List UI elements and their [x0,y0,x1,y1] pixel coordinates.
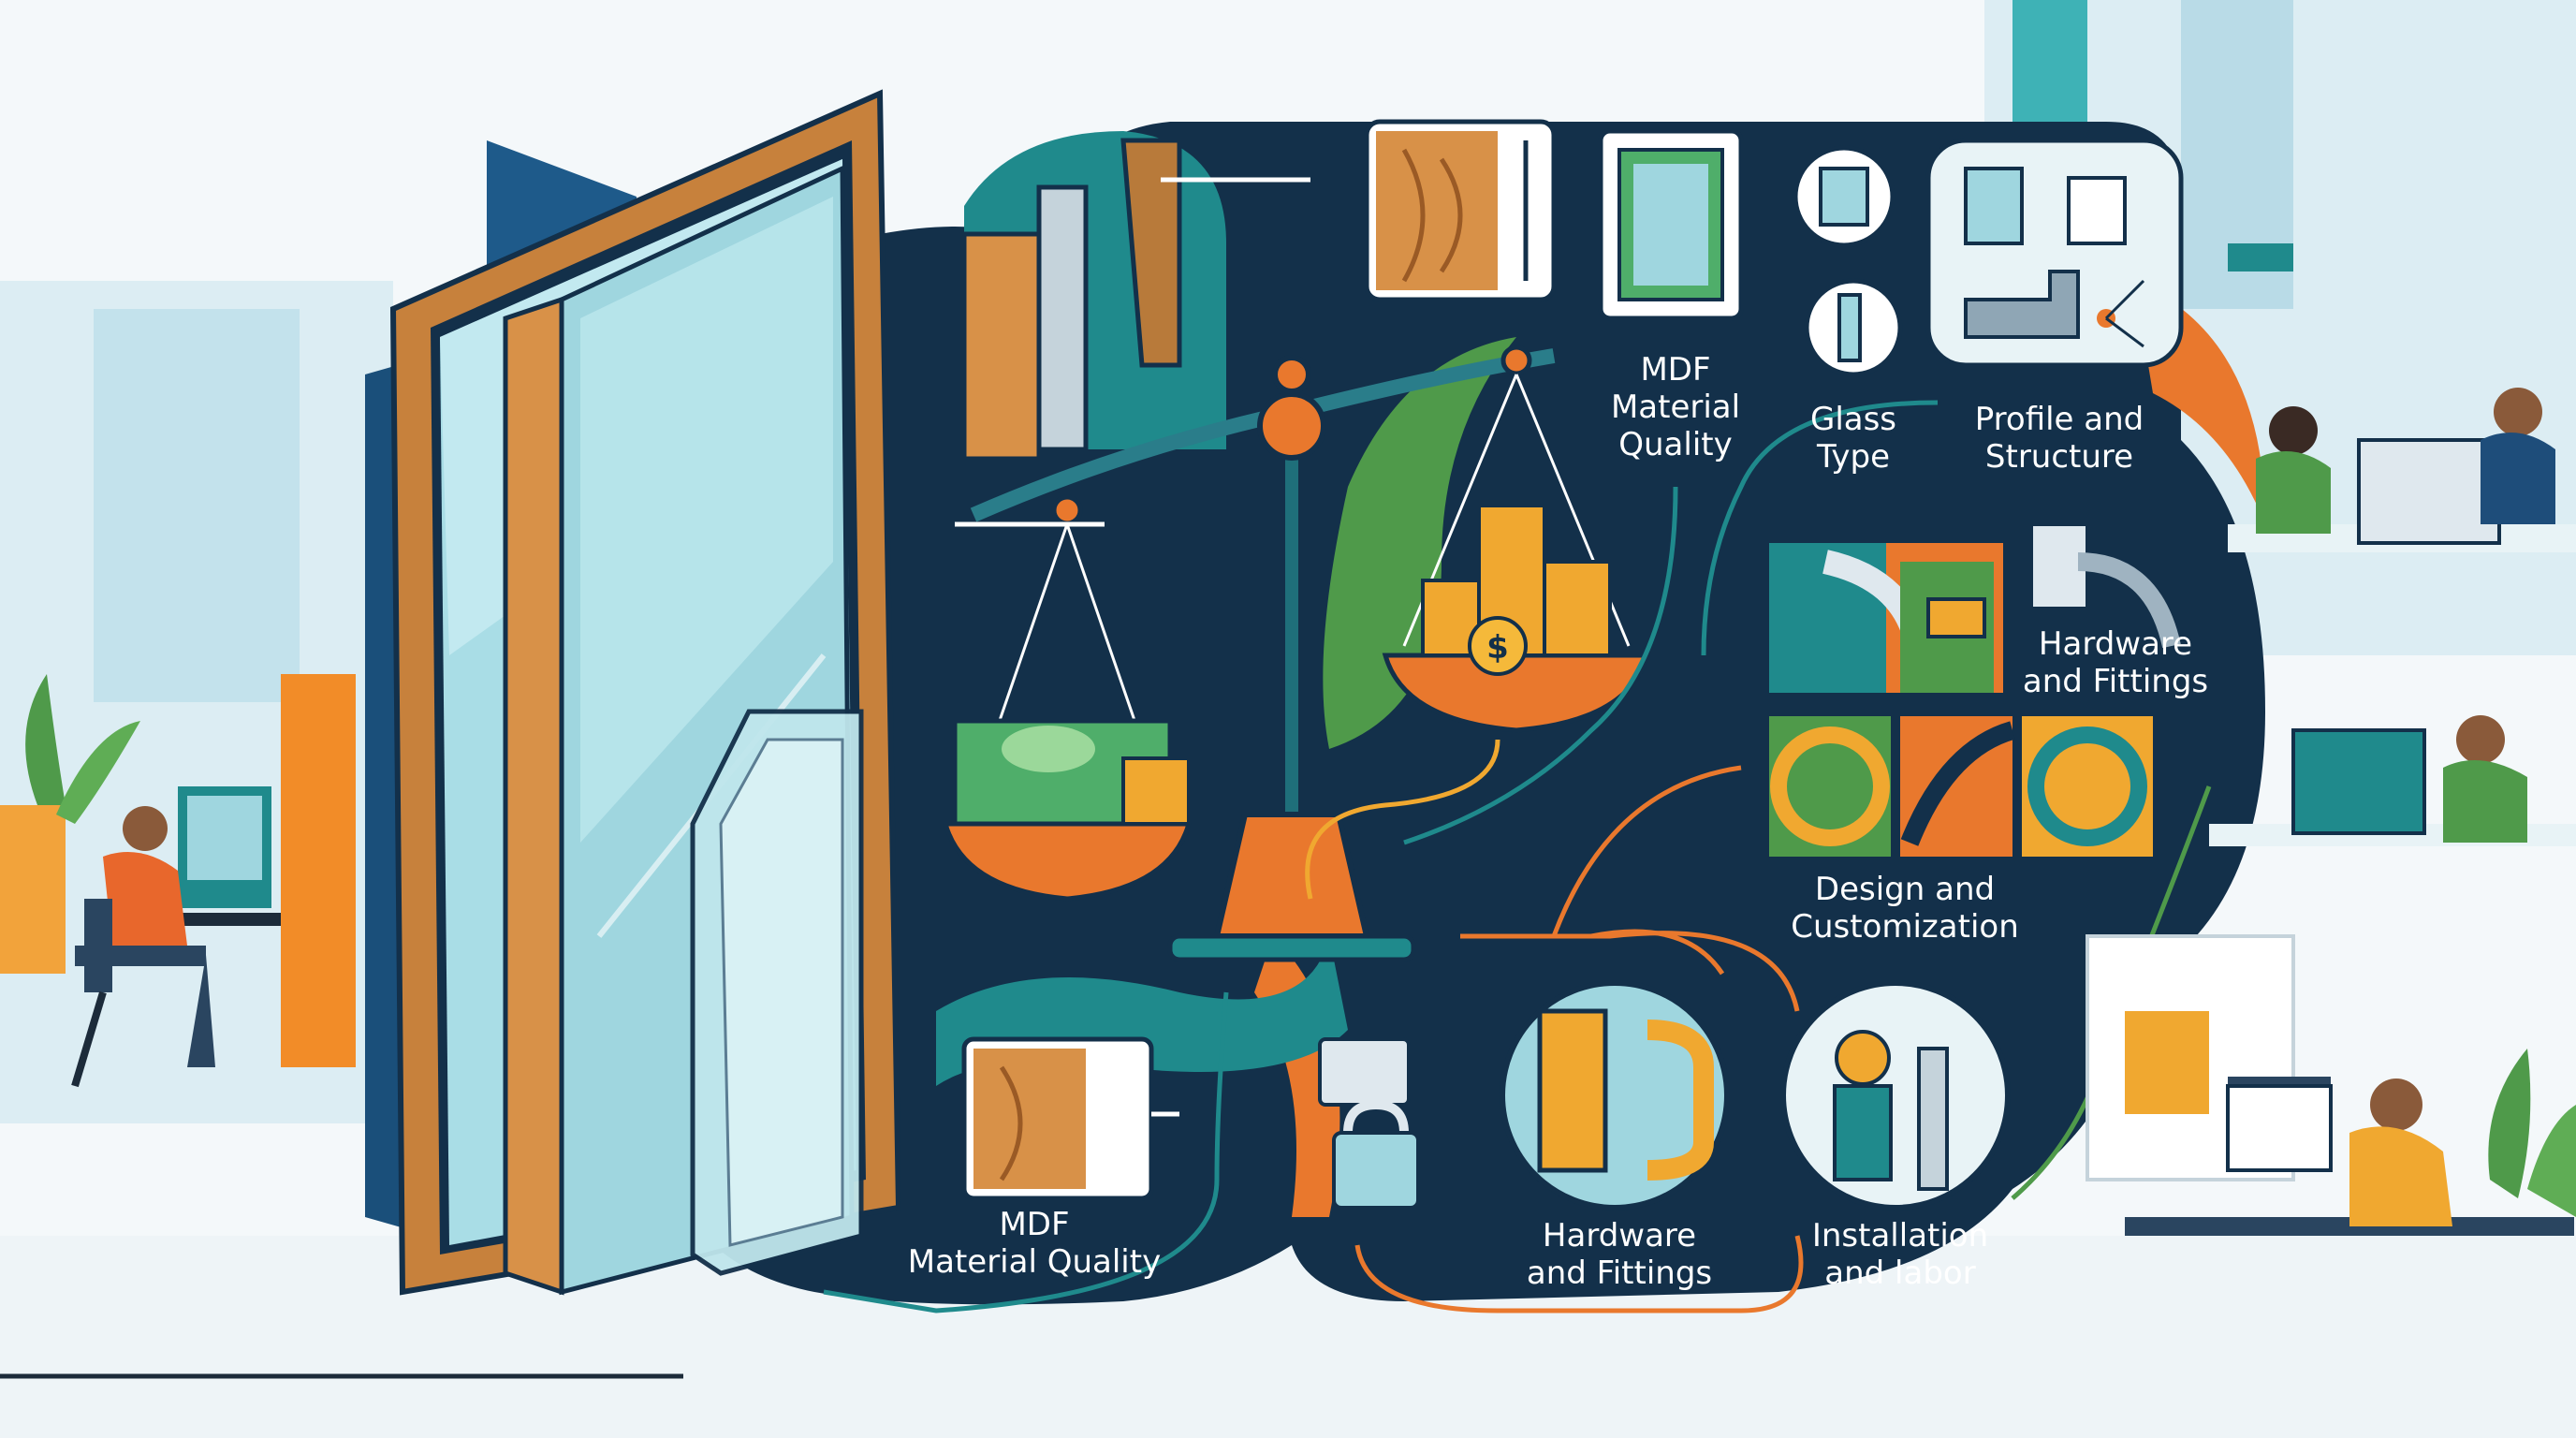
balance-scale [942,345,1651,962]
orange-panel [281,674,356,1067]
mdf-swatch-bottom [961,1036,1154,1201]
currency-symbol: $ [1486,629,1509,667]
installation-circle-icon [1780,980,2011,1211]
profile-cutaway-icon [961,131,1226,462]
mdf-swatch-top [1364,119,1557,302]
glass-type-label: Glass Type [1809,401,1897,476]
connector-lines [823,177,2212,1313]
design-tiles [1769,716,2153,857]
hardware-and-fittings-top-label: Hardware and Fittings [2022,625,2209,700]
right-office-scene [2086,243,2576,1236]
installation-and-labor-label: Installation and labor [1811,1217,1989,1292]
hardware-circle-icon [1500,980,1730,1211]
glass-panel [690,709,864,1276]
hardware-and-fittings-bottom-label: Hardware and Fittings [1526,1217,1713,1292]
hinge-lock-icons [1318,1037,1420,1210]
mdf-material-quality-bottom-label: MDF Material Quality [907,1206,1162,1281]
mdf-material-quality-top-label: MDF Material Quality [1610,351,1741,463]
profile-structure-panel [1925,138,2184,368]
profile-and-structure-label: Profile and Structure [1974,401,2144,476]
glass-sample-icon [1598,128,1744,321]
left-worker-scene [0,674,300,1088]
glass-type-icons [1793,145,1903,377]
green-swoosh [1323,337,1516,749]
hardware-tiles-top [1769,522,2181,693]
design-and-customization-label: Design and Customization [1791,871,2019,946]
